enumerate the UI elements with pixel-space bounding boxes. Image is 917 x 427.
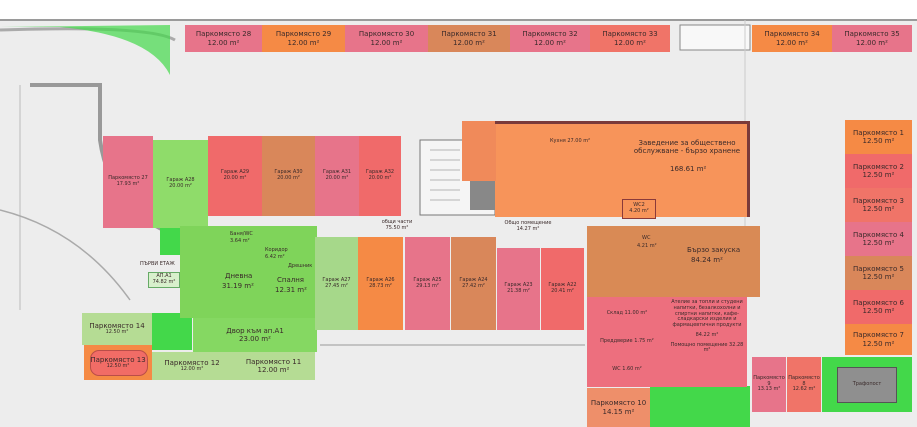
wall [747,121,750,217]
snack-wc-label: WC [642,235,651,241]
kitchen-label: Кухня 27.00 m² [550,138,591,144]
restaurant-annex [462,121,496,181]
vestibule-label: Преддверие 1.75 m² [600,338,654,345]
stair-top [679,24,751,51]
apartment-a1[interactable]: Баня/WC 3.64 m² Коридор 6.42 m² Дрешник … [180,226,317,318]
restaurant-area: 168.61 m² [670,165,707,173]
service-room-label: Помощно помещение 32.28 m² [670,341,744,354]
atelier-area: 84.22 m² [695,331,719,338]
corridor-label: Коридор [265,247,288,253]
atelier-left[interactable]: Склад 11.00 m² Преддверие 1.75 m² WC 1.6… [587,297,667,387]
snack-wc-area: 4.21 m² [637,243,657,249]
wardrobe-label: Дрешник [288,263,313,269]
elevator [470,180,495,210]
living-label: Дневна [225,272,253,280]
floor-label: ПЪРВИ ЕТАЖ [140,261,175,267]
bath-area: 3.64 m² [230,238,250,244]
bedroom-label: Спалня [277,276,305,284]
bedroom-area: 12.31 m² [275,286,307,294]
stair-treads [430,149,460,201]
snack-title: Бързо закуска [687,246,741,254]
restaurant-title: Заведение за обществено обслужване - бър… [633,139,741,156]
top-margin [0,0,917,21]
atelier[interactable]: Ателие за топли и студени напитки, безал… [667,297,747,387]
corridor-area: 6.42 m² [265,254,285,260]
atelier-title: Ателие за топли и студени напитки, безал… [671,299,743,328]
atelier-wc-label: WC 1.60 m² [612,366,642,373]
lawn-top-left [0,25,170,75]
snack-bar[interactable]: Бързо закуска 84.24 m² WC 4.21 m² [587,226,760,297]
lawn-left [152,313,192,350]
transformer-station: Трафопост [837,366,897,403]
lawn-transformer: Трафопост [822,357,912,412]
living-area: 31.19 m² [222,282,254,290]
road-edge [0,209,131,301]
storage-label: Склад 11.00 m² [606,310,648,317]
snack-area: 84.24 m² [691,256,723,264]
bath-label: Баня/WC [230,231,253,237]
car-outline [90,350,148,376]
wall [495,121,750,124]
lawn-bottom [650,386,750,427]
